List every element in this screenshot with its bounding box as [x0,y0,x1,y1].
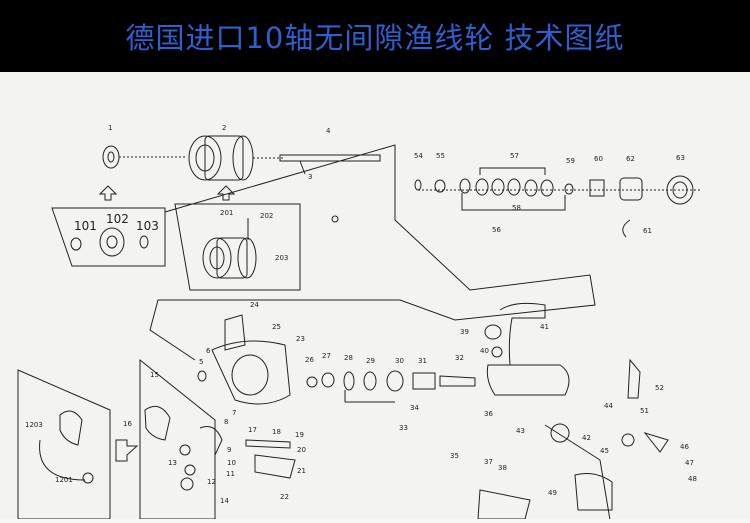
part-62 [619,177,643,201]
exploded-diagram-svg: 1 2 4 3 201 202 203 54 55 57 59 60 62 63… [17,124,700,521]
label-1203: 1203 [25,421,43,429]
header-bar: 德国进口10轴无间隙渔线轮 技术图纸 [0,0,750,72]
label-55: 55 [436,152,445,160]
label-38: 38 [498,464,507,472]
label-29: 29 [366,357,375,365]
body-outline [149,144,596,361]
label-13: 13 [168,459,177,467]
label-11: 11 [226,470,235,478]
label-18: 18 [272,428,281,436]
label-36: 36 [484,410,493,418]
arrow-up-2 [216,185,236,201]
label-20: 20 [297,446,306,454]
label-35: 35 [450,452,459,460]
label-202: 202 [260,212,273,220]
box-101-103 [51,207,166,267]
label-30: 30 [395,357,404,365]
label-40: 40 [480,347,489,355]
page-title: 德国进口10轴无间隙渔线轮 技术图纸 [125,21,625,55]
part-4-shaft [279,154,381,162]
label-58: 58 [512,204,521,212]
label-1: 1 [108,124,112,132]
label-39: 39 [460,328,469,336]
label-17: 17 [248,426,257,434]
label-46: 46 [680,443,689,451]
handle-panel [17,369,111,520]
label-24: 24 [250,301,259,309]
label-62: 62 [626,155,635,163]
label-101: 101 [74,219,97,233]
label-5: 5 [199,358,203,366]
label-63: 63 [676,154,685,162]
exploded-diagram: 1 2 4 3 201 202 203 54 55 57 59 60 62 63… [0,72,750,521]
label-4: 4 [326,127,331,135]
label-203: 203 [275,254,288,262]
label-51: 51 [640,407,649,415]
label-44: 44 [604,402,613,410]
label-19: 19 [295,431,304,439]
label-61: 61 [643,227,652,235]
label-8: 8 [224,418,228,426]
label-59: 59 [566,157,575,165]
label-6: 6 [206,347,211,355]
label-26: 26 [305,356,314,364]
label-12: 12 [207,478,216,486]
label-54: 54 [414,152,423,160]
label-1201: 1201 [55,476,73,484]
label-7: 7 [232,409,236,417]
rotor-assembly [224,314,246,351]
label-10: 10 [227,459,236,467]
label-14: 14 [220,497,229,505]
label-201: 201 [220,209,233,217]
label-16: 16 [123,420,132,428]
label-42: 42 [582,434,591,442]
label-9: 9 [227,446,231,454]
label-103: 103 [136,219,159,233]
label-22: 22 [280,493,289,501]
label-56: 56 [492,226,501,234]
reel-body [486,364,570,396]
label-48: 48 [688,475,697,483]
label-49: 49 [548,489,557,497]
label-2: 2 [222,124,226,132]
label-25: 25 [272,323,281,331]
arrow-up-1 [98,185,118,201]
label-41: 41 [540,323,549,331]
label-45: 45 [600,447,609,455]
label-102: 102 [106,212,129,226]
label-37: 37 [484,458,493,466]
label-33: 33 [399,424,408,432]
label-47: 47 [685,459,694,467]
label-43: 43 [516,427,525,435]
label-15: 15 [150,371,159,379]
label-52: 52 [655,384,664,392]
label-31: 31 [418,357,427,365]
label-60: 60 [594,155,603,163]
label-23: 23 [296,335,305,343]
part-1-knob [102,145,120,169]
label-32: 32 [455,354,464,362]
label-28: 28 [344,354,353,362]
part-2-spool [188,135,222,181]
box-201-203 [174,203,301,291]
label-34: 34 [410,404,419,412]
label-57: 57 [510,152,519,160]
label-3: 3 [308,173,312,181]
label-27: 27 [322,352,331,360]
label-21: 21 [297,467,306,475]
